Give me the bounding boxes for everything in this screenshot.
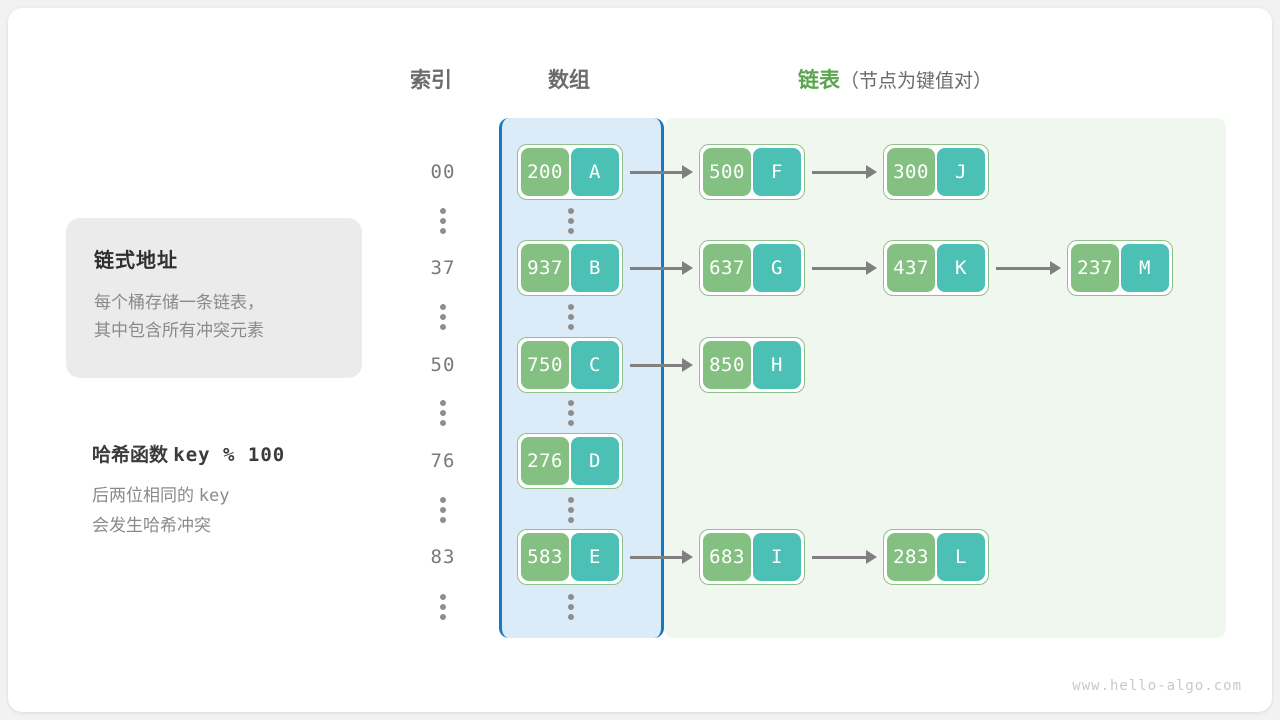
array-ellipsis [561, 497, 581, 523]
chain-arrow-icon [812, 165, 877, 179]
column-header-linkedlist-main: 链表 [798, 69, 840, 92]
hash-function-title: 哈希函数 key % 100 [92, 440, 392, 467]
index-ellipsis [433, 400, 453, 426]
column-header-linkedlist: 链表（节点为键值对） [798, 64, 992, 94]
node-key: 300 [887, 148, 935, 196]
array-ellipsis [561, 208, 581, 234]
chain-arrow-icon [630, 550, 693, 564]
bucket-index-label: 37 [430, 257, 456, 279]
array-ellipsis [561, 304, 581, 330]
array-ellipsis [561, 400, 581, 426]
node-key: 850 [703, 341, 751, 389]
index-ellipsis [433, 497, 453, 523]
node-key: 683 [703, 533, 751, 581]
node-key: 583 [521, 533, 569, 581]
node-value: I [753, 533, 801, 581]
hash-function-label: 哈希函数 [92, 445, 169, 466]
chain-arrow-icon [812, 261, 877, 275]
hash-note-line-1-text: 后两位相同的 [92, 486, 199, 505]
node-value: D [571, 437, 619, 485]
array-ellipsis [561, 594, 581, 620]
bucket-index-label: 83 [430, 546, 456, 568]
chain-arrow-icon [996, 261, 1061, 275]
node-value: E [571, 533, 619, 581]
bucket-index-label: 50 [430, 354, 456, 376]
node-value: B [571, 244, 619, 292]
hash-function-expression: key % 100 [173, 444, 286, 466]
node-key: 437 [887, 244, 935, 292]
node-value: A [571, 148, 619, 196]
callout-box: 链式地址 每个桶存储一条链表， 其中包含所有冲突元素 [66, 218, 362, 378]
node-key: 500 [703, 148, 751, 196]
node-value: H [753, 341, 801, 389]
bucket-index-label: 76 [430, 450, 456, 472]
callout-line-1: 每个桶存储一条链表， [94, 293, 264, 312]
node-value: M [1121, 244, 1169, 292]
hash-function-note: 哈希函数 key % 100 后两位相同的 key 会发生哈希冲突 [92, 440, 392, 540]
node-key: 237 [1071, 244, 1119, 292]
node-value: L [937, 533, 985, 581]
index-ellipsis [433, 594, 453, 620]
node-key: 637 [703, 244, 751, 292]
node-value: F [753, 148, 801, 196]
node-value: G [753, 244, 801, 292]
hash-note-line-2: 会发生哈希冲突 [92, 516, 211, 535]
node-key: 283 [887, 533, 935, 581]
callout-body: 每个桶存储一条链表， 其中包含所有冲突元素 [94, 289, 334, 345]
index-ellipsis [433, 304, 453, 330]
node-key: 937 [521, 244, 569, 292]
index-ellipsis [433, 208, 453, 234]
chain-arrow-icon [812, 550, 877, 564]
callout-line-2: 其中包含所有冲突元素 [94, 321, 264, 340]
node-key: 750 [521, 341, 569, 389]
bucket-index-label: 00 [430, 161, 456, 183]
chain-arrow-icon [630, 261, 693, 275]
callout-title: 链式地址 [94, 250, 178, 272]
hash-note-line-1-key: key [198, 486, 230, 506]
hash-note-line-1: 后两位相同的 key [92, 481, 392, 511]
chain-arrow-icon [630, 358, 693, 372]
node-value: K [937, 244, 985, 292]
diagram-canvas: 索引 数组 链表（节点为键值对） 链式地址 每个桶存储一条链表， 其中包含所有冲… [8, 8, 1272, 712]
node-key: 276 [521, 437, 569, 485]
chain-arrow-icon [630, 165, 693, 179]
node-value: J [937, 148, 985, 196]
watermark: www.hello-algo.com [1072, 678, 1242, 694]
hash-function-body: 后两位相同的 key 会发生哈希冲突 [92, 481, 392, 540]
node-key: 200 [521, 148, 569, 196]
column-header-index: 索引 [410, 69, 452, 92]
node-value: C [571, 341, 619, 389]
column-header-linkedlist-sub: （节点为键值对） [840, 71, 993, 92]
column-header-array: 数组 [548, 69, 590, 92]
